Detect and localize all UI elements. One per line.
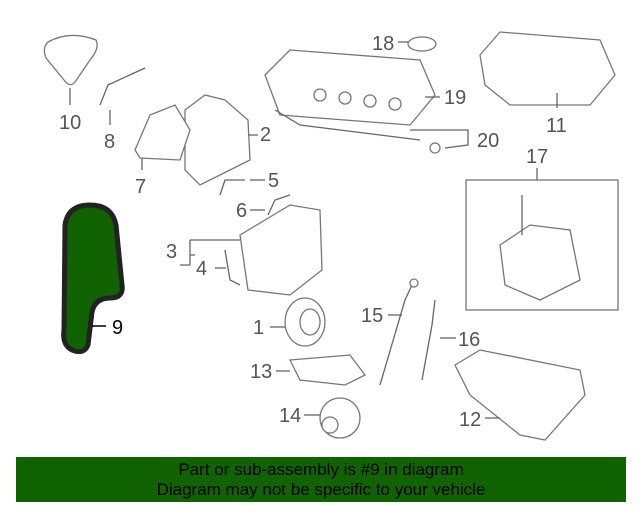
part-2[interactable] [184,94,258,186]
callout-15[interactable]: 15 [361,305,383,327]
callout-19[interactable]: 19 [444,87,466,109]
callout-8[interactable]: 8 [104,131,115,153]
callout-12[interactable]: 12 [459,409,481,431]
callout-7[interactable]: 7 [135,176,146,198]
callout-13[interactable]: 13 [250,361,272,383]
part-9-timing-belt[interactable] [61,202,125,355]
part-4[interactable] [215,249,241,286]
callout-11[interactable]: 11 [546,115,567,137]
banner-line-disclaimer: Diagram may not be specific to your vehi… [156,480,486,499]
banner-line-part: Part or sub-assembly is #9 in diagram [178,460,464,479]
part-8[interactable] [99,67,146,125]
callout-16[interactable]: 16 [458,329,480,351]
part-12[interactable] [454,349,586,441]
part-5[interactable] [219,179,265,196]
part-17[interactable] [465,168,619,311]
part-7[interactable] [134,104,191,170]
part-11[interactable] [479,31,616,108]
part-19[interactable] [264,49,440,126]
part-10[interactable] [43,34,98,105]
callout-2[interactable]: 2 [260,124,271,146]
parts-diagram: 1 2 3 4 5 6 7 8 9 10 11 12 13 14 15 16 1… [43,31,619,441]
part-20[interactable] [274,109,469,154]
callout-18[interactable]: 18 [372,33,394,55]
part-6[interactable] [250,194,291,216]
callout-17[interactable]: 17 [526,146,548,168]
part-16[interactable] [421,299,456,381]
callout-14[interactable]: 14 [279,405,301,427]
part-13[interactable] [276,354,366,386]
callout-5[interactable]: 5 [268,170,279,192]
callout-10[interactable]: 10 [59,112,81,134]
part-3[interactable] [180,204,323,296]
part-14[interactable] [304,397,361,439]
callout-20[interactable]: 20 [477,130,499,152]
part-15[interactable] [379,278,419,386]
part-18[interactable] [398,36,437,52]
callout-1[interactable]: 1 [253,317,264,339]
info-banner: Part or sub-assembly is #9 in diagram Di… [16,457,626,502]
callout-9[interactable]: 9 [112,317,123,339]
callout-3[interactable]: 3 [166,241,177,263]
callout-4[interactable]: 4 [196,258,207,280]
callout-6[interactable]: 6 [236,200,247,222]
part-1[interactable] [270,297,326,347]
